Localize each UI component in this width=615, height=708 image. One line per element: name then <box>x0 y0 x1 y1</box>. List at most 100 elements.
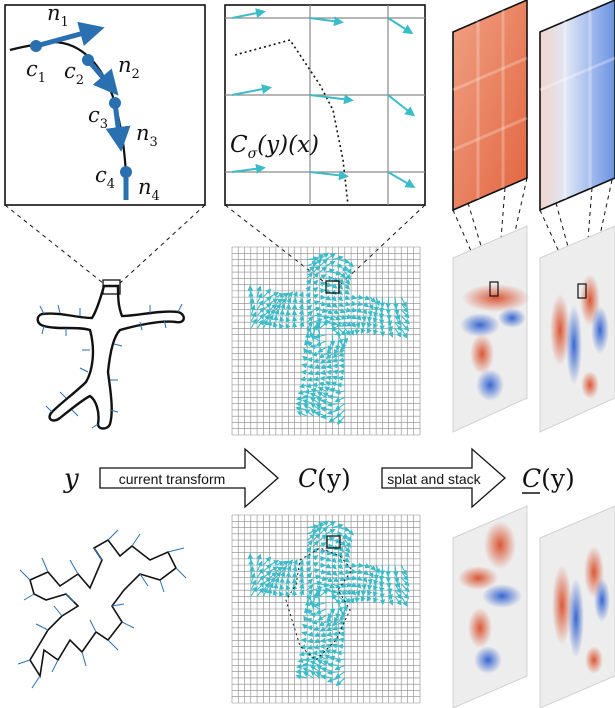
field-vector <box>298 571 304 578</box>
field-vector <box>303 388 314 395</box>
heat-blob <box>550 294 570 366</box>
field-vector <box>344 569 351 575</box>
field-vector <box>361 576 368 583</box>
field-vector <box>379 583 385 593</box>
field-vector <box>302 671 314 679</box>
field-vector <box>344 527 355 536</box>
input-symbol: y <box>63 464 79 494</box>
field-vector <box>250 586 258 597</box>
field-vector <box>256 567 264 578</box>
field-vector <box>275 298 284 304</box>
field-vector <box>344 589 353 595</box>
field-vector <box>331 576 340 583</box>
field-vector <box>306 572 313 579</box>
field-vector <box>250 579 257 591</box>
field-zoom-marker <box>326 535 341 549</box>
field-vector <box>325 261 336 267</box>
field-vector <box>296 411 308 417</box>
field-vector <box>262 582 270 591</box>
normal-arrow-1 <box>35 21 105 49</box>
vector-field-grid-noisy <box>231 514 421 704</box>
field-vector <box>280 571 286 578</box>
field-vector <box>344 307 352 313</box>
field-vector <box>319 281 327 287</box>
field-vector <box>280 303 286 310</box>
field-vector <box>313 259 323 267</box>
field-vector <box>325 649 333 655</box>
field-vector <box>256 299 264 310</box>
field-vector <box>285 309 291 317</box>
field-vector <box>338 569 345 575</box>
heat-blob <box>462 284 530 312</box>
field-vector <box>335 677 346 687</box>
field-vector <box>325 320 338 327</box>
field-vector <box>372 590 379 598</box>
field-vector <box>338 308 346 314</box>
field-vector <box>303 347 309 354</box>
field-vector <box>313 568 320 574</box>
field-vector <box>342 602 349 612</box>
field-vector <box>386 315 393 327</box>
field-vector <box>317 386 327 392</box>
field-vector <box>313 312 323 318</box>
heat-blob <box>594 578 610 622</box>
field-vector <box>318 353 327 359</box>
field-vector <box>338 328 347 336</box>
field-vector <box>363 301 370 308</box>
field-vector <box>303 656 314 663</box>
field-vector <box>285 590 291 597</box>
field-vector <box>400 328 408 339</box>
field-vector <box>319 258 329 267</box>
field-vector <box>299 376 308 382</box>
field-vector <box>357 562 364 569</box>
smooth-outline <box>36 284 185 430</box>
field-vector <box>394 589 402 600</box>
field-vector <box>388 596 394 606</box>
field-vector <box>302 623 309 630</box>
field-vector <box>319 520 330 528</box>
field-vector <box>317 346 327 353</box>
field-vector <box>394 328 402 338</box>
field-vector <box>400 303 409 314</box>
field-vector <box>337 334 343 345</box>
field-vector <box>331 570 338 576</box>
field-vector <box>372 583 379 592</box>
field-vector <box>335 409 346 419</box>
field-vector <box>307 363 314 369</box>
field-label: Cσ(y)(x) <box>230 132 319 162</box>
label-c3: c3 <box>88 103 108 132</box>
field-vector <box>350 589 357 596</box>
field-vector <box>342 334 349 344</box>
field-vector <box>309 344 320 350</box>
field-vector <box>250 572 256 585</box>
field-vector <box>319 534 328 541</box>
field-vector <box>344 575 352 581</box>
field-vector <box>363 563 371 569</box>
field-vector <box>262 288 272 298</box>
field-vector <box>313 631 321 637</box>
field-vector <box>269 292 280 298</box>
field-vector <box>313 357 320 363</box>
field-vector <box>332 523 344 529</box>
field-vector <box>394 321 402 332</box>
field-vector <box>325 577 334 583</box>
field-vector <box>275 561 285 567</box>
field-vector <box>307 637 314 644</box>
field-vector <box>319 542 327 548</box>
field-vector <box>320 413 333 420</box>
field-vector <box>394 303 400 315</box>
field-vector <box>356 307 363 313</box>
field-vector <box>349 596 355 604</box>
field-vector <box>306 261 318 267</box>
field-vector <box>305 291 311 299</box>
field-vector <box>302 355 309 362</box>
field-vector <box>292 297 298 304</box>
field-vector <box>369 296 377 303</box>
field-zoom-panel: Cσ(y)(x) <box>224 4 426 206</box>
field-vector <box>320 631 327 637</box>
field-vector <box>379 571 385 582</box>
field-vector <box>344 321 353 327</box>
field-vector <box>262 576 272 585</box>
heat-blob <box>568 578 584 658</box>
field-vector <box>272 589 278 597</box>
